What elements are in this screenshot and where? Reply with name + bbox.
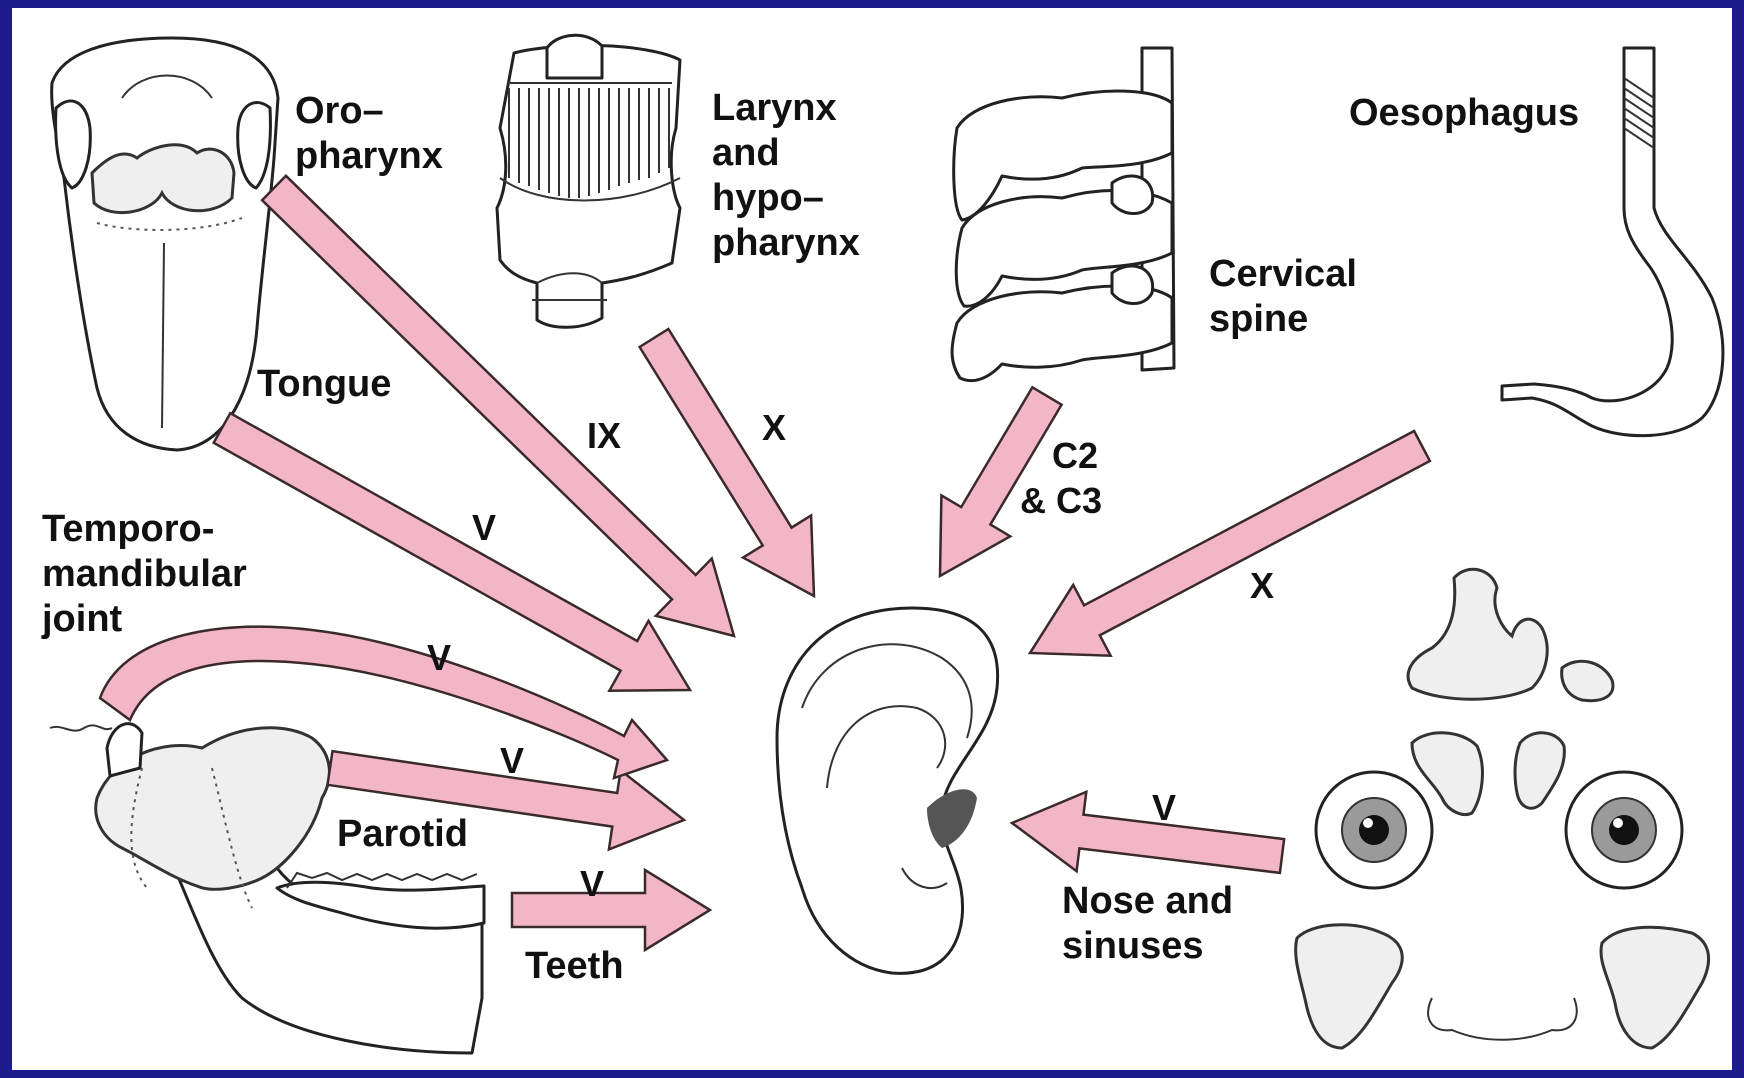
label-larynx: Larynx and hypo– pharynx	[712, 87, 860, 264]
nerve-label-parotid: V	[500, 740, 524, 781]
arrow-teeth	[512, 870, 710, 950]
nerve-label-tmj: V	[427, 637, 451, 678]
eye-icon	[1566, 772, 1682, 888]
label-nose-and-sinuses: Nose and sinuses	[1062, 880, 1233, 967]
tongue-icon	[52, 38, 278, 450]
label-line: sinuses	[1062, 925, 1204, 967]
nerve-label-nose: V	[1152, 787, 1176, 828]
diagram-frame: Oro– pharynx Larynx and hypo– pharynx Ce…	[12, 8, 1732, 1070]
label-line: pharynx	[712, 222, 860, 264]
label-oropharynx: Oro– pharynx	[295, 90, 443, 177]
nerve-label-teeth: V	[580, 863, 604, 904]
label-line: spine	[1209, 298, 1308, 340]
label-line: Cervical	[1209, 253, 1357, 295]
label-line: Larynx	[712, 87, 837, 129]
nerve-label-tongue: V	[472, 507, 496, 548]
nerve-label-cervical: C2	[1052, 435, 1098, 476]
label-temporomandibular-joint: Temporo- mandibular joint	[41, 508, 247, 640]
label-line: joint	[41, 598, 123, 640]
nerve-label-oropharynx: IX	[587, 415, 621, 456]
cervical-spine-icon	[952, 48, 1174, 381]
label-line: and	[712, 132, 780, 174]
label-cervical-spine: Cervical spine	[1209, 253, 1357, 340]
label-line: Temporo-	[42, 508, 214, 550]
nerve-label-larynx: X	[762, 407, 786, 448]
label-line: Nose and	[1062, 880, 1233, 922]
label-parotid: Parotid	[337, 813, 468, 855]
label-oesophagus: Oesophagus	[1349, 92, 1579, 134]
label-teeth: Teeth	[525, 945, 624, 987]
label-line: mandibular	[42, 553, 247, 595]
label-line: pharynx	[295, 135, 443, 177]
label-line: Oro–	[295, 90, 384, 132]
label-line: hypo–	[712, 177, 824, 219]
larynx-icon	[497, 35, 680, 327]
label-tongue: Tongue	[257, 363, 391, 405]
nerve-label-oesophagus: X	[1250, 565, 1274, 606]
referred-otalgia-diagram: Oro– pharynx Larynx and hypo– pharynx Ce…	[12, 8, 1732, 1070]
eye-icon	[1316, 772, 1432, 888]
nerve-label-cervical: & C3	[1020, 480, 1102, 521]
ear-icon	[777, 608, 998, 973]
arrow-nose	[1012, 792, 1284, 873]
